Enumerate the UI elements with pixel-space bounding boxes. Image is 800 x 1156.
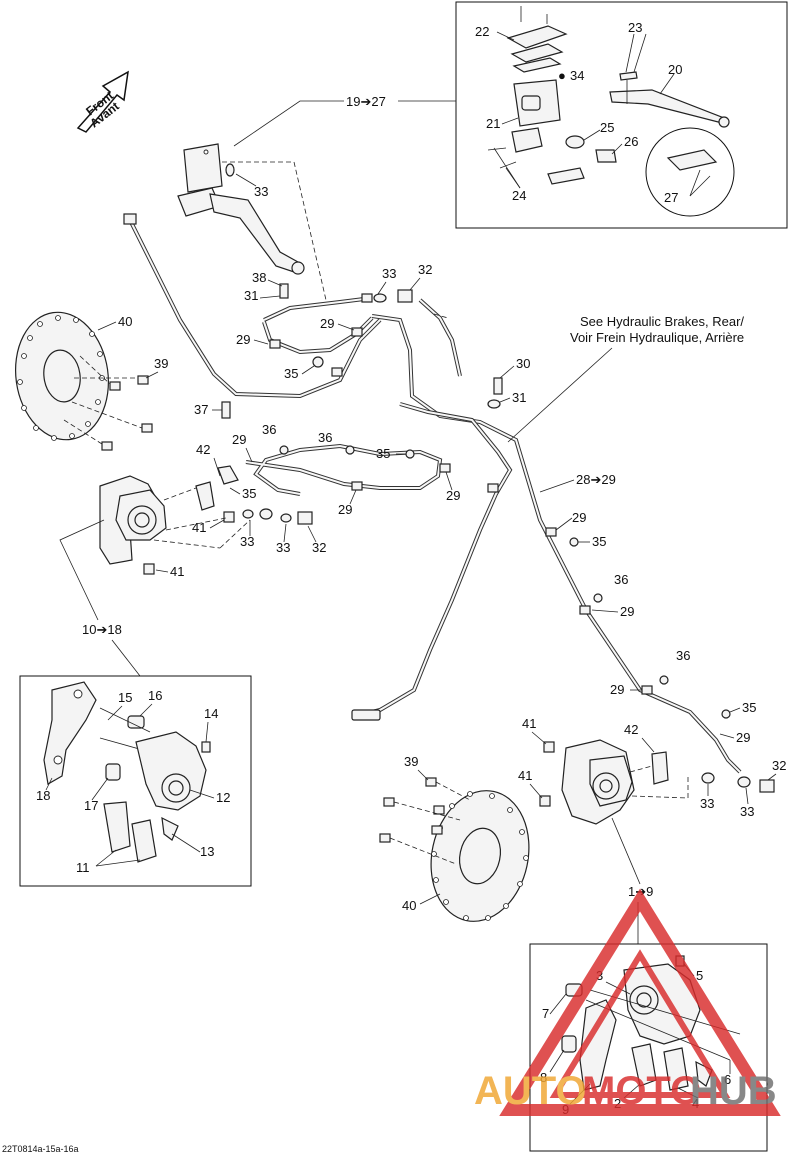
callout-35-c: 35 — [242, 486, 256, 501]
callout-40-right: 40 — [402, 898, 416, 913]
callout-29-c: 29 — [232, 432, 246, 447]
callout-29-b: 29 — [320, 316, 334, 331]
callout-34: 34 — [570, 68, 584, 83]
callout-16: 16 — [148, 688, 162, 703]
callout-20: 20 — [668, 62, 682, 77]
callout-5: 5 — [696, 968, 703, 983]
callout-41-d: 41 — [518, 768, 532, 783]
callout-hose-range: 28➔29 — [576, 472, 616, 487]
callout-36-d: 36 — [676, 648, 690, 663]
callout-39-left: 39 — [154, 356, 168, 371]
callout-35-b: 35 — [376, 446, 390, 461]
callout-29-d: 29 — [338, 502, 352, 517]
callout-36-b: 36 — [318, 430, 332, 445]
callout-32-upper: 32 — [418, 262, 432, 277]
callout-33-d: 33 — [276, 540, 290, 555]
callout-33-e: 33 — [700, 796, 714, 811]
callout-42-right: 42 — [624, 722, 638, 737]
automotohub-watermark: AUTO MOTO HUB — [474, 888, 781, 1116]
callout-6: 6 — [724, 1072, 731, 1087]
callout-25: 25 — [600, 120, 614, 135]
left-caliper — [99, 465, 313, 575]
callout-21: 21 — [486, 116, 500, 131]
callout-8: 8 — [540, 1070, 547, 1085]
drop-icon: ● — [558, 68, 566, 83]
callout-22: 22 — [475, 24, 489, 39]
callout-4: 4 — [692, 1096, 699, 1111]
callout-38: 38 — [252, 270, 266, 285]
part-code: 22T0814a-15a-16a — [2, 1144, 79, 1154]
callout-29-e: 29 — [446, 488, 460, 503]
callout-31-right: 31 — [512, 390, 526, 405]
watermark-auto: AUTO — [474, 1069, 587, 1113]
left-caliper-inset: 15 16 14 18 17 12 11 13 — [19, 675, 252, 887]
callout-left-caliper-range: 10➔18 — [82, 622, 122, 637]
callout-39-right: 39 — [404, 754, 418, 769]
watermark-moto: MOTO — [582, 1069, 701, 1113]
see-note-line2: Voir Frein Hydraulique, Arrière — [570, 330, 744, 345]
callout-7: 7 — [542, 1006, 549, 1021]
callout-35-e: 35 — [742, 700, 756, 715]
callout-29-a: 29 — [236, 332, 250, 347]
callout-29-h: 29 — [610, 682, 624, 697]
callout-29-f: 29 — [572, 510, 586, 525]
left-disc: 40 39 — [14, 311, 168, 451]
callout-33-top: 33 — [254, 184, 268, 199]
callout-41-b: 41 — [170, 564, 184, 579]
callout-17: 17 — [84, 798, 98, 813]
see-note-line1: See Hydraulic Brakes, Rear/ — [580, 314, 744, 329]
callout-master-range: 19➔27 — [346, 94, 386, 109]
callout-41-a: 41 — [192, 520, 206, 535]
callout-33-upper: 33 — [382, 266, 396, 281]
callout-14: 14 — [204, 706, 218, 721]
callout-26: 26 — [624, 134, 638, 149]
callout-30: 30 — [516, 356, 530, 371]
callout-24: 24 — [512, 188, 526, 203]
callout-35-a: 35 — [284, 366, 298, 381]
callout-15: 15 — [118, 690, 132, 705]
right-disc — [379, 777, 530, 922]
callout-32-b: 32 — [312, 540, 326, 555]
callout-35-d: 35 — [592, 534, 606, 549]
callout-36-c: 36 — [614, 572, 628, 587]
callout-2: 2 — [614, 1096, 621, 1111]
callout-33-f: 33 — [740, 804, 754, 819]
watermark-hub: HUB — [690, 1069, 777, 1113]
front-arrow: Front Avant — [76, 70, 129, 133]
master-cylinder-inset: 22 23 20 ● 34 21 25 26 24 27 — [455, 1, 788, 229]
brake-hoses — [123, 213, 742, 774]
upper-fittings: 38 31 33 32 — [244, 262, 432, 303]
callout-12: 12 — [216, 790, 230, 805]
callout-11: 11 — [76, 860, 90, 875]
callout-13: 13 — [200, 844, 214, 859]
callout-37: 37 — [194, 402, 208, 417]
callout-32-c: 32 — [772, 758, 786, 773]
callout-42-left: 42 — [196, 442, 210, 457]
callout-41-c: 41 — [522, 716, 536, 731]
callout-23: 23 — [628, 20, 642, 35]
callout-31-upper: 31 — [244, 288, 258, 303]
callout-33-c: 33 — [240, 534, 254, 549]
master-cylinder: 33 — [177, 143, 327, 301]
callout-36-a: 36 — [262, 422, 276, 437]
callout-27: 27 — [664, 190, 678, 205]
right-caliper — [539, 739, 689, 825]
callout-29-g: 29 — [620, 604, 634, 619]
callout-18: 18 — [36, 788, 50, 803]
callout-29-i: 29 — [736, 730, 750, 745]
callout-40-left: 40 — [118, 314, 132, 329]
